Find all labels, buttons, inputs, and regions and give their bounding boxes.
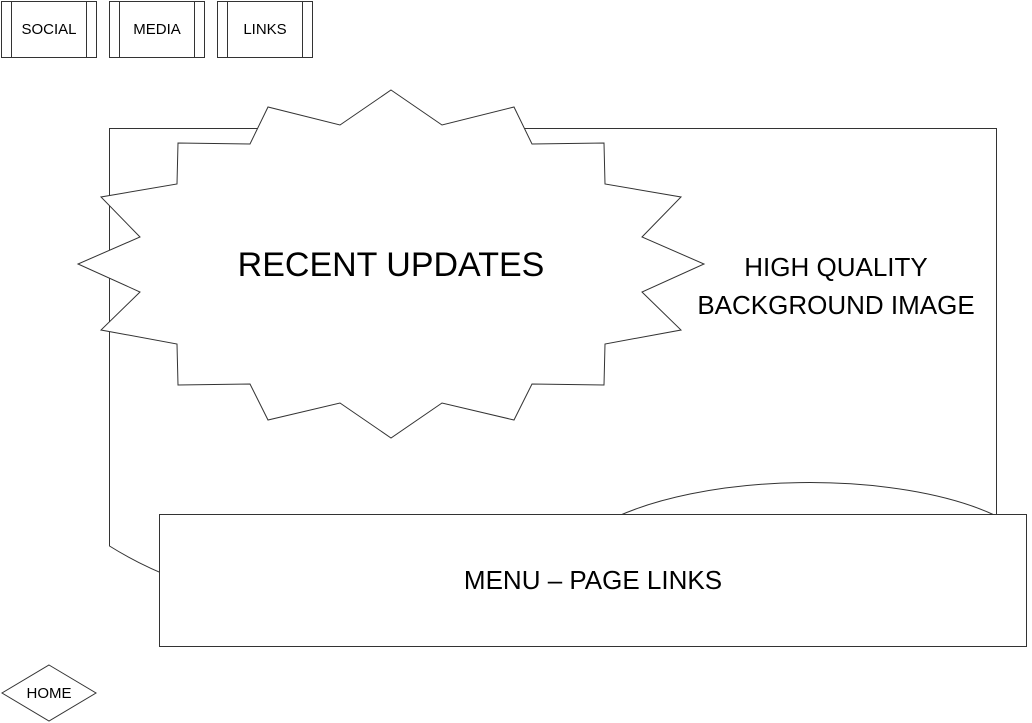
menu-label: MENU – PAGE LINKS <box>464 565 722 595</box>
social-label: SOCIAL <box>21 21 76 38</box>
media-label: MEDIA <box>133 21 181 38</box>
recent-updates-burst[interactable]: RECENT UPDATES <box>76 89 706 439</box>
background-text-line2: BACKGROUND IMAGE <box>697 290 974 320</box>
links-label: LINKS <box>243 21 286 38</box>
menu-page-links[interactable]: MENU – PAGE LINKS <box>159 514 1027 647</box>
background-text-line1: HIGH QUALITY <box>744 252 927 282</box>
media-button[interactable]: MEDIA <box>109 1 205 58</box>
social-button[interactable]: SOCIAL <box>1 1 97 58</box>
recent-updates-label: RECENT UPDATES <box>238 246 545 284</box>
home-button[interactable]: HOME <box>1 664 97 722</box>
home-label: HOME <box>27 685 72 702</box>
links-button[interactable]: LINKS <box>217 1 313 58</box>
